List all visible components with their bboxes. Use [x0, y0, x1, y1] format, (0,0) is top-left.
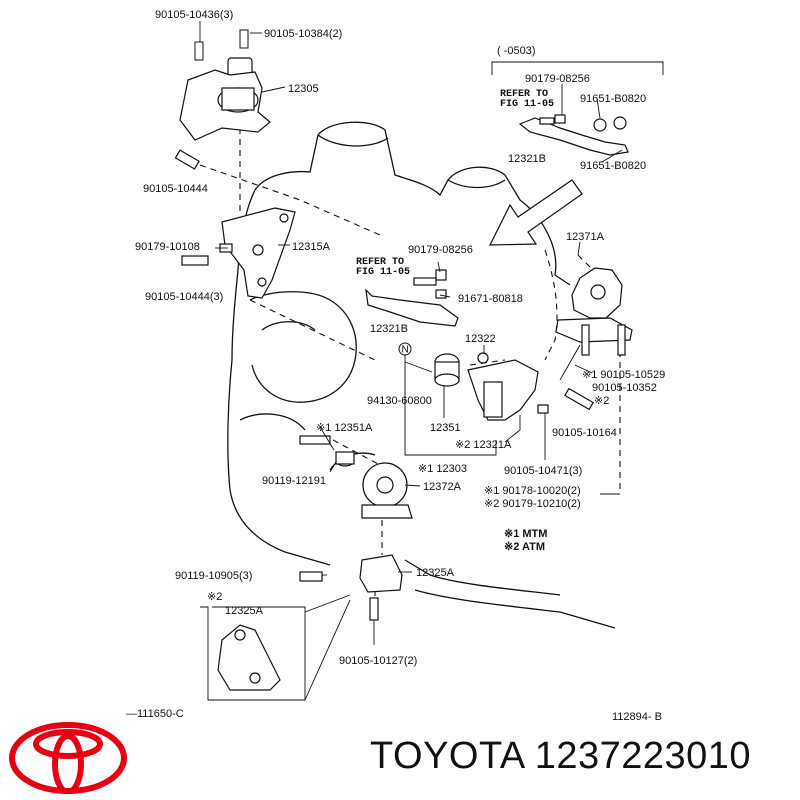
label-bracket-12321b-mid: 12321B [370, 323, 408, 335]
bracket-12315a [174, 149, 296, 299]
label-refer-mid-1: REFER TO [356, 257, 404, 268]
engine-mount-12372a [361, 462, 413, 519]
inset-12325a [200, 594, 351, 701]
leader-lines [199, 21, 623, 645]
label-nut-10108: 90179-10108 [135, 241, 200, 253]
label-n-mark: N [402, 345, 409, 356]
label-bolt-10164: 90105-10164 [552, 427, 617, 439]
label-nut-12322: 12322 [465, 333, 496, 345]
stopper-12351 [434, 353, 460, 387]
label-bolt-b0820-a: 91651-B0820 [580, 93, 646, 105]
label-inset-12325a: 12325A [225, 605, 264, 617]
label-refer-mid-2: FIG 11-05 [356, 267, 410, 278]
bracket-12321a [467, 352, 594, 421]
label-bolt-10529: ※1 90105-10529 [582, 369, 665, 381]
part-number: 1237223010 [534, 735, 752, 777]
label-mount-12305: 12305 [288, 83, 319, 95]
label-mount-12371a: 12371A [566, 231, 605, 243]
label-bolt-10905: 90119-10905(3) [175, 570, 252, 582]
label-legend-atm: ※2 ATM [504, 541, 545, 553]
bracket-12321b-top [518, 114, 629, 156]
label-mount-12351a: ※1 12351A [316, 422, 373, 434]
label-bolt-b0820-b: 91651-B0820 [580, 160, 646, 172]
stopper-12351a [299, 435, 355, 467]
label-bolt-10384: 90105-10384(2) [264, 28, 342, 40]
label-bolt-10352: 90105-10352 [592, 382, 657, 394]
brand-part-number: TOYOTA 1237223010 [370, 735, 751, 778]
label-stopper-12351: 12351 [430, 422, 461, 434]
label-bolt-10444-3: 90105-10444(3) [145, 291, 223, 303]
label-bolt-10444: 90105-10444 [143, 183, 208, 195]
bracket-12325a [299, 554, 403, 621]
label-nut-10210: ※2 90179-10210(2) [484, 498, 581, 510]
label-mount-12372a: 12372A [423, 481, 462, 493]
label-bracket-12321b-top: 12321B [508, 153, 546, 165]
label-mount-12325a: 12325A [416, 567, 455, 579]
label-refer-top-1: REFER TO [500, 89, 548, 100]
label-nut-10020: ※1 90178-10020(2) [484, 485, 581, 497]
toyota-logo-icon [9, 722, 127, 794]
label-bolt-12191: 90119-12191 [262, 475, 326, 487]
range-bracket [491, 61, 664, 75]
n-mark-circle [398, 342, 412, 356]
label-bolt-80818: 91671-80818 [458, 293, 523, 305]
label-bracket-12315a: 12315A [292, 241, 331, 253]
engine-mount-12305 [179, 29, 271, 141]
label-bracket-12321a: ※2 12321A [455, 439, 512, 451]
label-bolt-10127: 90105-10127(2) [339, 655, 417, 667]
pointer-arrow [489, 179, 583, 246]
label-refer-top-2: FIG 11-05 [500, 99, 554, 110]
label-bolt-10471: 90105-10471(3) [504, 465, 582, 477]
brand-name: TOYOTA [370, 735, 524, 777]
label-nut-08256-top: 90179-08256 [525, 73, 590, 85]
label-nut-08256-mid: 90179-08256 [408, 244, 473, 256]
label-note2-a: ※2 [594, 395, 609, 407]
bracket-12321b-mid [365, 269, 459, 327]
label-bolt-10436: 90105-10436(3) [155, 9, 233, 21]
label-stopper-94130: 94130-60800 [367, 395, 432, 407]
label-note2-b: ※2 [207, 591, 222, 603]
label-mount-12303: ※1 12303 [418, 463, 467, 475]
engine-mount-12371a [555, 267, 633, 356]
label-range: ( -0503) [497, 45, 536, 57]
label-fig-number: 112894- B [612, 711, 662, 723]
label-ref-111650: —111650-C [126, 708, 184, 720]
label-legend-mtm: ※1 MTM [504, 528, 547, 540]
part-labels: 90105-10436(3) 90105-10384(2) 12305 9010… [126, 9, 665, 723]
